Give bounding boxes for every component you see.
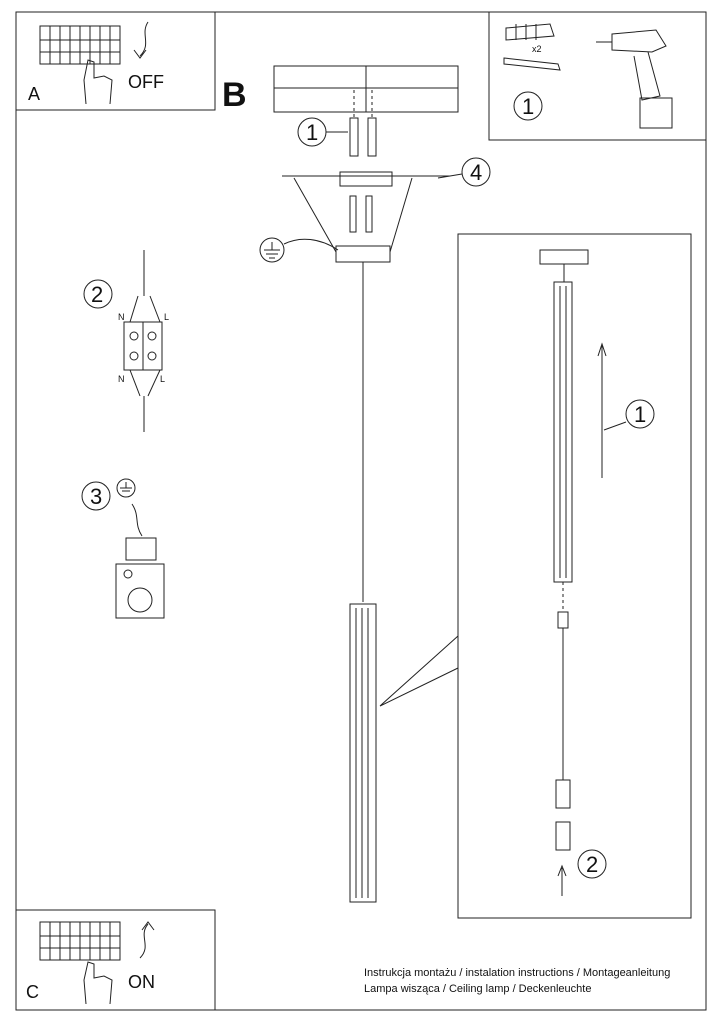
mounting-bracket <box>282 171 450 233</box>
panel-drill: x2 1 <box>488 11 707 141</box>
breaker-panel-icon-c <box>39 921 121 961</box>
panel-b-letter: B <box>222 76 247 114</box>
drill-icon <box>596 29 673 129</box>
ceiling-mount-diagram: 1 4 <box>259 65 491 903</box>
lamp-tube <box>349 603 377 903</box>
breaker-panel-icon <box>39 25 121 65</box>
hand-icon-c <box>83 961 113 1005</box>
ceiling-slab <box>273 65 459 113</box>
ground-clamp <box>115 563 165 619</box>
panel-a-action: OFF <box>128 72 164 92</box>
drill-step-number: 1 <box>522 94 534 119</box>
panel-c-action: ON <box>128 972 155 992</box>
detail-panel: 1 2 <box>379 233 692 919</box>
wiring-diagram: 2 N L N L <box>83 250 169 432</box>
panel-c-letter: C <box>26 982 39 1002</box>
wiring-step: 2 <box>91 282 103 307</box>
screw-icon <box>503 57 561 71</box>
step-badge-drill <box>513 91 543 121</box>
ground-small-icon <box>116 478 136 498</box>
step-badge-wiring <box>83 279 113 309</box>
wall-plug-icon <box>505 23 555 41</box>
arrow-up-icon <box>139 921 155 959</box>
step-badge-lift <box>625 399 655 429</box>
footer-line-1: Instrukcja montażu / instalation instruc… <box>364 967 670 979</box>
ground-connection-diagram: 3 <box>81 478 165 619</box>
panel-a-letter: A <box>28 84 40 104</box>
mount-screws-step: 1 <box>306 120 318 145</box>
ground-symbol-icon <box>259 237 339 263</box>
lift-step: 1 <box>634 402 646 427</box>
terminal-l-bottom: L <box>160 374 165 384</box>
screw-pair-icon <box>349 90 377 157</box>
panel-c: C ON <box>15 909 216 1011</box>
ground-step: 3 <box>90 484 102 509</box>
plug-quantity: x2 <box>532 44 542 54</box>
sheet-border <box>15 11 707 1011</box>
side-screws-step: 4 <box>470 160 482 185</box>
step-badge-plug <box>577 849 607 879</box>
detail-tube <box>553 281 573 583</box>
step-badge-side-screws <box>461 157 491 187</box>
detail-canopy <box>539 249 589 265</box>
step-badge-ground <box>81 481 111 511</box>
plug-step: 2 <box>586 852 598 877</box>
terminal-n-top: N <box>118 312 125 322</box>
arrow-down-icon <box>133 21 149 59</box>
terminal-l-top: L <box>164 312 169 322</box>
panel-a: A OFF <box>15 11 216 111</box>
terminal-n-bottom: N <box>118 374 125 384</box>
hand-icon <box>83 59 113 105</box>
footer-line-2: Lampa wisząca / Ceiling lamp / Deckenleu… <box>364 983 591 995</box>
canopy <box>293 177 413 263</box>
